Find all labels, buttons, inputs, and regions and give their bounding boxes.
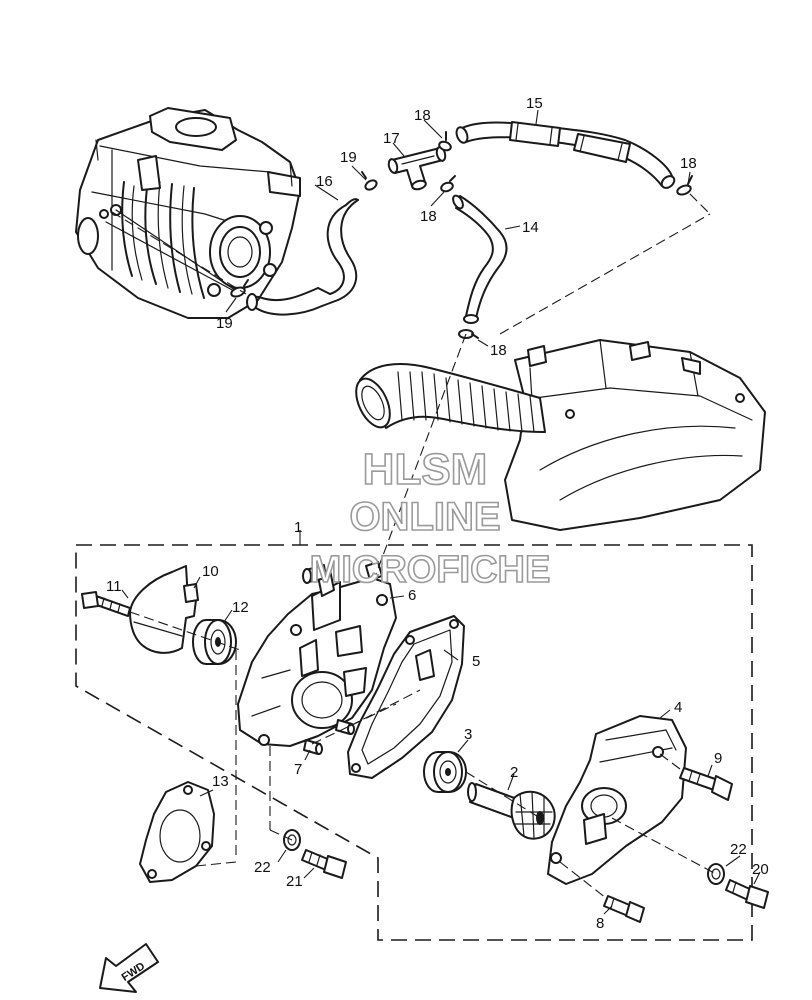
callout-6: 6 [408,587,416,604]
callout-19-b: 19 [216,315,233,332]
callout-12: 12 [232,599,249,616]
callout-19-a: 19 [340,149,357,166]
callout-8: 8 [596,915,604,932]
leader-lines [121,109,761,915]
callout-numbers: 1 2 3 4 5 6 7 8 9 10 11 12 13 14 15 16 1… [106,95,769,932]
watermark: HLSM ONLINE MICROFICHE [309,444,551,592]
t-fitting-17 [387,146,447,191]
forward-direction-arrow: FWD [99,943,159,993]
bearing-12 [192,619,237,665]
callout-16: 16 [316,173,333,190]
bolt-8 [603,895,645,923]
intake-duct [355,363,546,433]
callout-7: 7 [294,761,302,778]
callout-11: 11 [106,578,122,595]
callout-3: 3 [464,726,472,743]
cylinder-head [75,107,301,319]
callout-15: 15 [526,95,543,112]
dowel-pin-7b [335,719,355,735]
dowel-pin-7a [303,739,323,755]
callout-18-d: 18 [490,342,507,359]
clip-18-c [676,175,693,196]
callout-21: 21 [286,873,303,890]
clip-19-lower [230,279,249,298]
clip-18-b [440,175,456,193]
watermark-line-2: ONLINE [349,495,500,539]
callout-18-a: 18 [414,107,431,124]
bolt-20 [725,879,769,909]
callout-17: 17 [383,130,400,147]
callout-18-c: 18 [680,155,697,172]
callout-18-b: 18 [420,208,437,225]
bolt-11 [81,591,131,617]
bolt-9 [679,767,733,801]
callout-22-b: 22 [730,841,747,858]
gasket-13 [139,781,215,883]
pump-cover-4 [547,715,687,885]
watermark-line-3: MICROFICHE [310,549,551,591]
callout-1: 1 [294,519,302,536]
callout-9: 9 [714,750,722,767]
impeller-shaft-2 [467,782,556,840]
watermark-line-1: HLSM [363,445,488,494]
callout-14: 14 [522,219,539,236]
air-filter-box [504,339,766,531]
callout-22-a: 22 [254,859,271,876]
washer-22-right [707,863,725,885]
clip-18-a [438,131,452,152]
callout-5: 5 [472,653,480,670]
callout-2: 2 [510,764,518,781]
pump-housing-6 [237,561,397,747]
callout-20: 20 [752,861,769,878]
bolt-21 [301,849,347,879]
hose-14 [452,194,508,324]
clip-19-upper [361,171,378,191]
seal-3 [423,751,467,793]
callout-4: 4 [674,699,682,716]
hose-16 [246,198,359,316]
hose-15 [455,121,676,189]
callout-13: 13 [212,773,229,790]
clip-18-d [458,329,479,339]
assembly-lines [111,193,717,899]
callout-10: 10 [202,563,219,580]
assembly-1-boundary [75,544,753,941]
plate-10 [129,565,199,654]
